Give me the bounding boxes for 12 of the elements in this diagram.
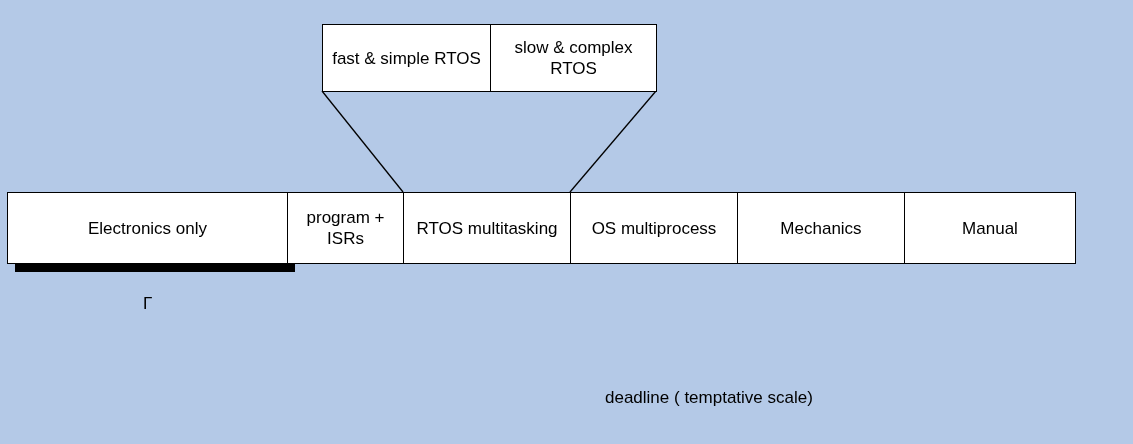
category-box: Manual <box>904 192 1076 264</box>
category-box: Mechanics <box>737 192 905 264</box>
category-box: Electronics only <box>7 192 288 264</box>
category-box: RTOS multitasking <box>403 192 571 264</box>
category-box: slow & complex RTOS <box>490 24 657 92</box>
axis-caption: deadline ( temptative scale) <box>605 387 813 409</box>
bracket-mark: Γ <box>143 293 153 315</box>
category-box: fast & simple RTOS <box>322 24 491 92</box>
category-box: program + ISRs <box>287 192 404 264</box>
zoom-line <box>569 90 657 193</box>
zoom-line <box>321 90 404 193</box>
category-box: OS multiprocess <box>570 192 738 264</box>
